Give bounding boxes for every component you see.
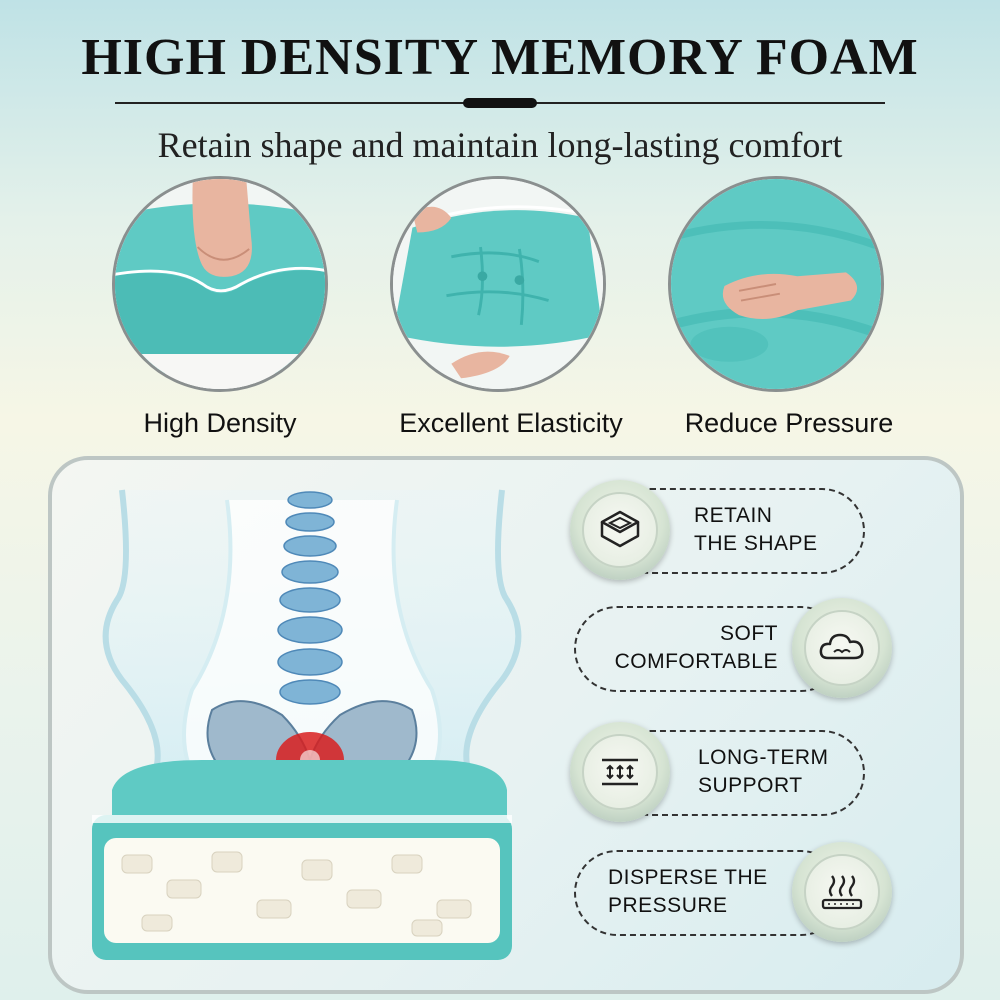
benefit-badge-disperse-pressure — [792, 842, 892, 942]
benefit-badge-retain-shape — [570, 480, 670, 580]
benefit-badge-long-term-support — [570, 722, 670, 822]
feature-image-reduce-pressure — [668, 176, 884, 392]
spine-cushion-illustration — [92, 489, 522, 960]
feature-label-excellent-elasticity: Excellent Elasticity — [399, 408, 623, 438]
box-icon — [600, 510, 640, 548]
page-title: HIGH DENSITY MEMORY FOAM — [81, 29, 919, 86]
heat-waves-icon — [821, 875, 863, 910]
feature-label-high-density: High Density — [143, 408, 297, 438]
page-subtitle: Retain shape and maintain long-lasting c… — [157, 125, 843, 165]
title-divider-knob — [463, 98, 537, 108]
feature-label-reduce-pressure: Reduce Pressure — [684, 408, 894, 438]
benefit-badge-soft-comfortable — [792, 598, 892, 698]
support-arrows-icon — [602, 758, 638, 786]
cloud-icon — [819, 633, 864, 660]
feature-image-excellent-elasticity — [390, 176, 606, 392]
feature-image-high-density — [112, 176, 328, 392]
